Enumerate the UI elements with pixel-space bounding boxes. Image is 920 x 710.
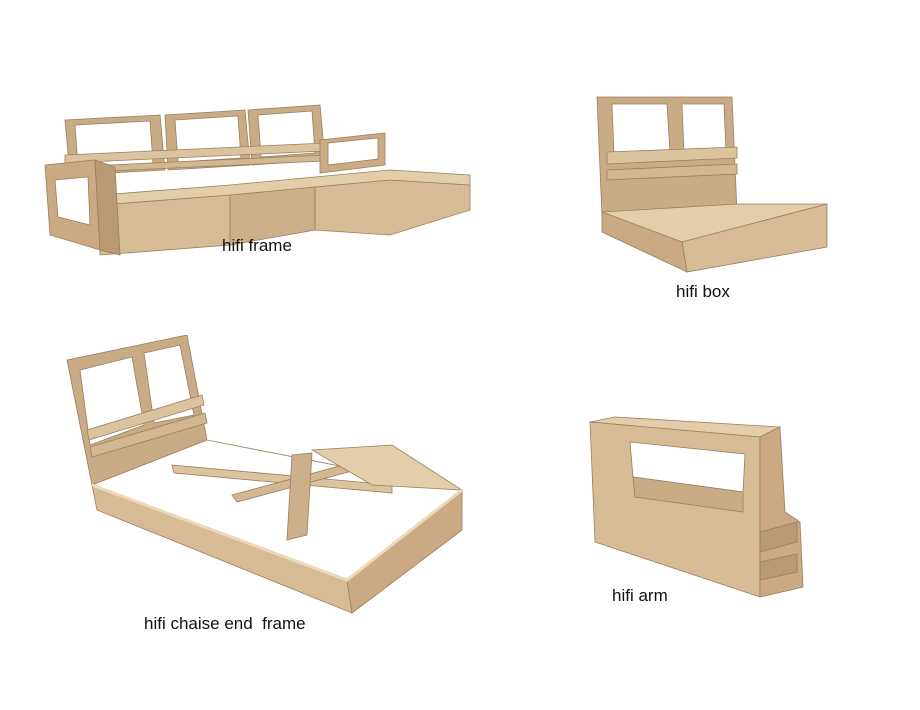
hifi-box-image: [592, 92, 837, 277]
hifi-arm-image: [585, 412, 810, 607]
hifi-box-caption: hifi box: [676, 282, 730, 301]
hifi-frame-caption: hifi frame: [222, 236, 292, 255]
hifi-chaise-end-frame-image: [62, 335, 467, 615]
hifi-arm-caption: hifi arm: [612, 586, 668, 605]
hifi-frame-image: [40, 95, 480, 260]
hifi-chaise-end-frame-caption: hifi chaise end frame: [144, 614, 306, 633]
